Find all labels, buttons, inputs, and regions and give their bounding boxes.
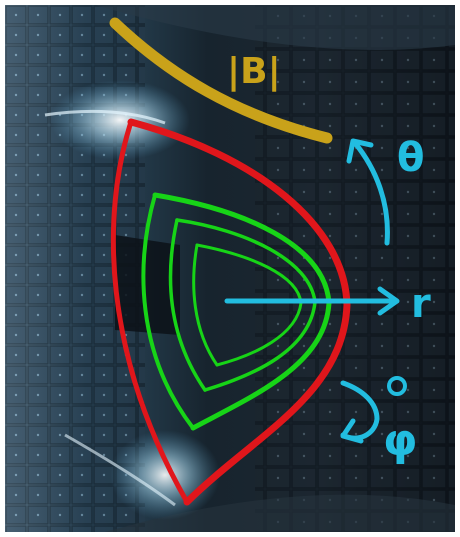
field-magnitude-curve: [109, 17, 333, 144]
toroidal-label: φ: [383, 415, 417, 466]
separatrix-inner-edge: [110, 119, 190, 505]
upper-vessel-panel: [95, 5, 455, 50]
glow-streak-bottom: [64, 433, 176, 507]
glow-streak-top: [44, 109, 166, 125]
plasma-glow-top: [50, 80, 190, 160]
radial-label: r: [411, 281, 431, 327]
separatrix-outer-edge: [127, 118, 351, 506]
out-of-plane-symbol: [387, 376, 407, 396]
field-magnitude-label: |B|: [227, 51, 281, 92]
tokamak-diagram: |B| r θ φ: [5, 5, 455, 532]
plasma-glow-bottom: [110, 430, 220, 520]
outer-wall-tiles: [255, 5, 455, 532]
diagram-canvas: |B| r θ φ: [5, 5, 455, 532]
poloidal-label: θ: [397, 135, 424, 181]
toroidal-arrow-head: [340, 418, 364, 444]
flux-surface-2-inner: [168, 218, 207, 392]
flux-surface-1-inner: [141, 193, 195, 430]
flux-surface-3-inner: [192, 243, 219, 367]
poloidal-arrow-head: [346, 138, 374, 164]
lower-vessel-panel: [105, 494, 455, 532]
radial-arrow-head: [377, 286, 400, 316]
port-opening: [115, 235, 180, 335]
poloidal-arrow-shaft: [352, 140, 390, 246]
